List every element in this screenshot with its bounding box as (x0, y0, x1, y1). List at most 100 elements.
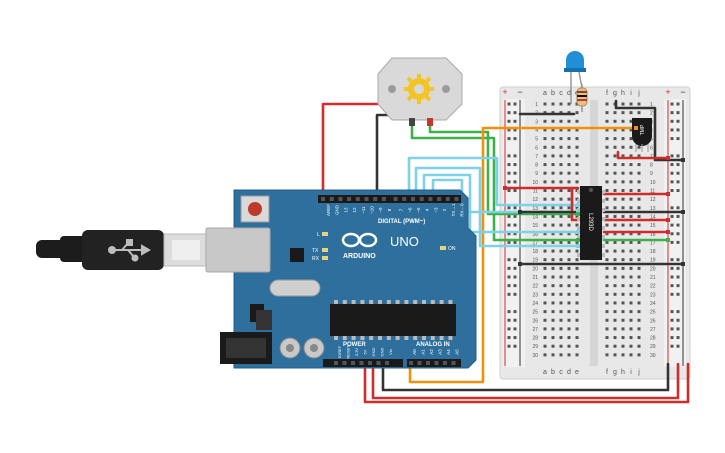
breadboard-hole (621, 180, 625, 184)
breadboard-hole (605, 301, 609, 305)
breadboard-hole (551, 327, 555, 331)
breadboard-hole (613, 301, 617, 305)
breadboard-hole (613, 336, 617, 340)
breadboard-hole (543, 119, 547, 123)
breadboard-hole (637, 214, 641, 218)
rail-hole (513, 214, 517, 218)
breadboard-hole (605, 111, 609, 115)
power-pin-label: GND (380, 347, 385, 356)
rail-hole (507, 344, 511, 348)
breadboard-hole (575, 163, 579, 167)
row-number: 18 (650, 249, 656, 255)
row-number: 16 (532, 232, 538, 238)
row-number: 30 (532, 353, 538, 359)
power-pin-label: IOREF (337, 345, 342, 358)
rail-hole (670, 180, 674, 184)
breadboard-hole (621, 214, 625, 218)
breadboard-hole (613, 258, 617, 262)
breadboard-hole (605, 344, 609, 348)
wire-cyan-1 (407, 156, 580, 207)
breadboard-hole (543, 327, 547, 331)
breadboard-hole (575, 249, 579, 253)
breadboard-hole (637, 344, 641, 348)
breadboard-hole (613, 223, 617, 227)
breadboard-hole (575, 275, 579, 279)
rail-hole (513, 232, 517, 236)
breadboard-hole (613, 310, 617, 314)
rail-hole (676, 240, 680, 244)
breadboard-hole (613, 214, 617, 218)
breadboard-hole (567, 197, 571, 201)
breadboard-hole (575, 223, 579, 227)
row-number: 16 (650, 232, 656, 238)
breadboard-hole (575, 301, 579, 305)
breadboard-hole (575, 318, 579, 322)
breadboard-hole (559, 310, 563, 314)
column-letter: a (543, 369, 547, 376)
row-number: 6 (535, 145, 538, 151)
breadboard-hole (567, 214, 571, 218)
breadboard-hole (575, 206, 579, 210)
breadboard-hole (629, 137, 633, 141)
breadboard-hole (559, 137, 563, 141)
wire-cyan-2 (414, 166, 580, 248)
breadboard-hole (567, 111, 571, 115)
breadboard-hole (621, 232, 625, 236)
breadboard-hole (629, 171, 633, 175)
row-number: 1 (650, 102, 653, 108)
breadboard-hole (559, 344, 563, 348)
breadboard-hole (575, 128, 579, 132)
rail-hole (676, 223, 680, 227)
wire-bottom-red-left (363, 362, 690, 404)
breadboard-hole (575, 292, 579, 296)
rail-hole (676, 292, 680, 296)
breadboard-hole (605, 102, 609, 106)
rail-hole (676, 310, 680, 314)
breadboard-hole (543, 128, 547, 132)
breadboard-hole (621, 206, 625, 210)
wire-5v-red (371, 362, 680, 400)
breadboard-hole (621, 197, 625, 201)
breadboard-hole (621, 336, 625, 340)
motor-driver-ic: L293D (577, 186, 605, 260)
driver-ic-label: L293D (587, 213, 593, 231)
breadboard-hole (543, 154, 547, 158)
rail-minus-label: − (517, 87, 522, 97)
column-letter: j (637, 90, 640, 97)
breadboard-hole (637, 180, 641, 184)
breadboard-hole (637, 197, 641, 201)
breadboard-hole (621, 163, 625, 167)
breadboard-hole (551, 353, 555, 357)
analog-pin-label: A0 (412, 349, 417, 355)
breadboard-hole (551, 197, 555, 201)
rail-hole (513, 180, 517, 184)
row-number: 20 (532, 266, 538, 272)
rail-hole (507, 284, 511, 288)
breadboard-hole (637, 171, 641, 175)
rail-hole (513, 189, 517, 192)
wire-orange (408, 126, 638, 384)
rail-hole (676, 327, 680, 331)
breadboard-hole (629, 197, 633, 201)
row-number: 7 (535, 154, 538, 160)
wire-sensor-red (616, 150, 670, 160)
breadboard-hole (559, 180, 563, 184)
breadboard-hole (613, 344, 617, 348)
breadboard-hole (543, 258, 547, 262)
breadboard-hole (605, 189, 609, 192)
digital-header-label: DIGITAL (PWM~) (378, 219, 425, 225)
rail-hole (507, 119, 511, 123)
reset-button[interactable] (248, 202, 262, 216)
breadboard-hole (605, 292, 609, 296)
breadboard-hole (551, 232, 555, 236)
row-number: 12 (532, 197, 538, 203)
rail-hole (513, 292, 517, 296)
digital-pin-label: ~10 (370, 206, 375, 214)
breadboard-hole (621, 310, 625, 314)
breadboard-hole (567, 154, 571, 158)
digital-pin-label: AREF (326, 204, 331, 216)
breadboard-hole (637, 310, 641, 314)
rail-minus-label-right: − (680, 87, 685, 97)
breadboard-hole (543, 197, 547, 201)
sensor-label: TMP (640, 124, 646, 135)
